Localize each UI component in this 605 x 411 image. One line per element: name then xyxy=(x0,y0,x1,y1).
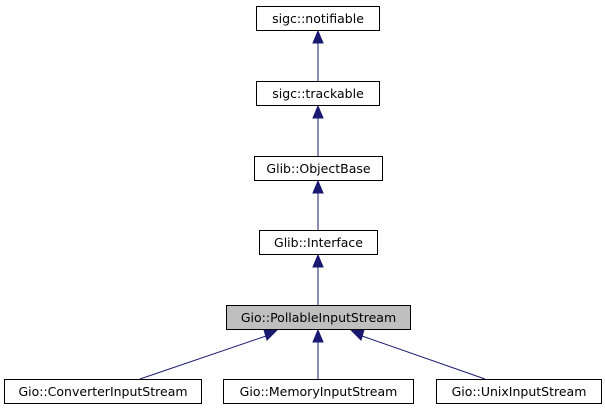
arrowhead-pollable-from-converter xyxy=(263,329,279,341)
node-gio-pollableinputstream: Gio::PollableInputStream xyxy=(226,305,411,330)
node-glib-interface[interactable]: Glib::Interface xyxy=(259,230,378,255)
node-gio-memoryinputstream[interactable]: Gio::MemoryInputStream xyxy=(223,379,414,404)
node-sigc-trackable[interactable]: sigc::trackable xyxy=(256,81,380,106)
arrowhead-trackable xyxy=(312,104,324,119)
edge-unix-to-pollable xyxy=(361,335,486,380)
arrowhead-objectbase xyxy=(312,179,324,194)
node-gio-unixinputstream[interactable]: Gio::UnixInputStream xyxy=(436,379,602,404)
arrowhead-notifiable xyxy=(312,29,324,44)
arrowhead-pollable-from-memory xyxy=(312,328,324,343)
node-sigc-notifiable[interactable]: sigc::notifiable xyxy=(256,6,380,31)
node-gio-converterinputstream[interactable]: Gio::ConverterInputStream xyxy=(4,379,202,404)
arrowhead-pollable-from-unix xyxy=(349,329,365,341)
arrowhead-interface xyxy=(312,253,324,268)
node-glib-objectbase[interactable]: Glib::ObjectBase xyxy=(254,156,383,181)
edge-converter-to-pollable xyxy=(139,335,267,380)
